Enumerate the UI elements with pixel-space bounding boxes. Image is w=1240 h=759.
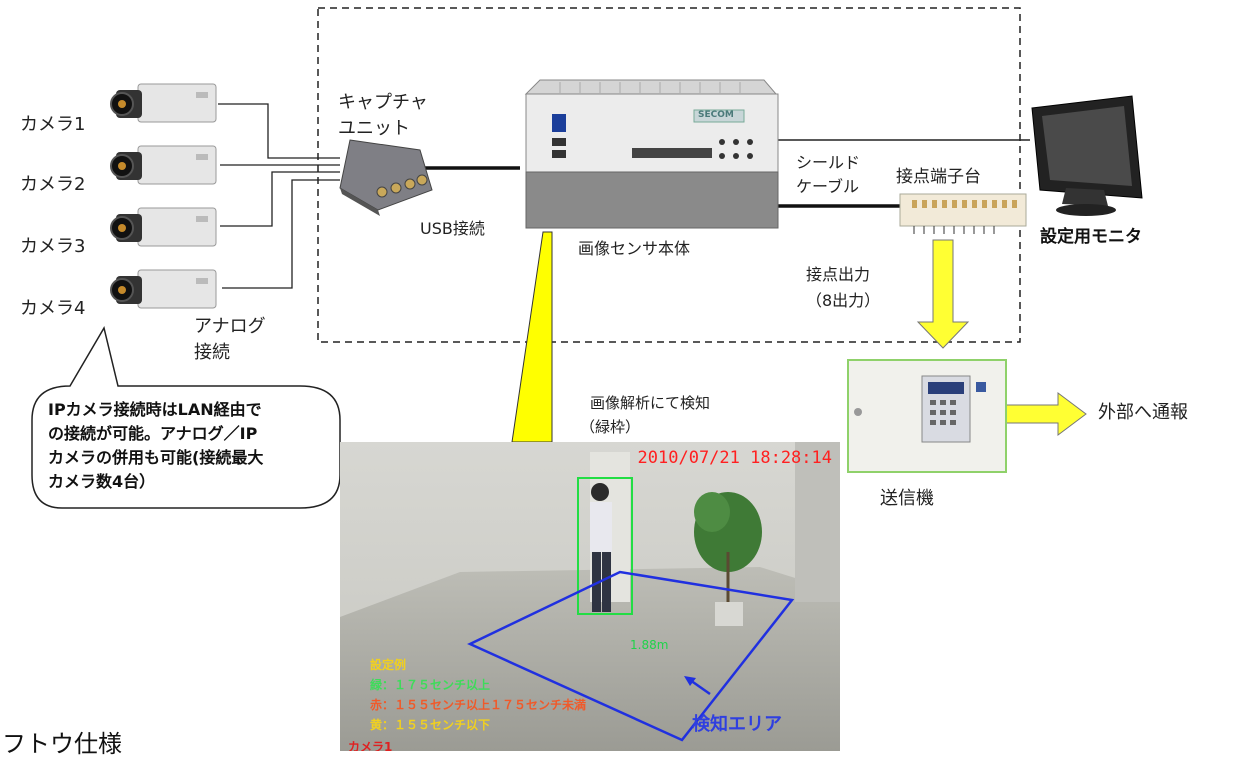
feed-camera-name: カメラ1 xyxy=(348,740,393,751)
shield-cable-label-1: シールド xyxy=(796,153,861,172)
feed-legend-green: 緑：１７５センチ以上 xyxy=(370,678,491,692)
callout-bubble xyxy=(31,326,341,509)
callout-line-3: カメラの併用も可能(接続最大 xyxy=(48,448,264,467)
camera-feed: 2010/07/21 18:28:14 1.88m 検知エリア 設定例 緑：１７… xyxy=(340,442,840,751)
detection-label-1: 画像解析にて検知 xyxy=(590,394,711,412)
external-report-label: 外部へ通報 xyxy=(1098,402,1188,423)
terminal-block-graphic xyxy=(899,193,1027,234)
contact-output-label-1: 接点出力 xyxy=(806,265,871,284)
detection-beam xyxy=(511,231,553,443)
monitor-label: 設定用モニタ xyxy=(1040,227,1142,247)
usb-connection-label: USB接続 xyxy=(420,219,485,238)
sensor-brand-label: SECOM xyxy=(698,110,734,120)
camera-label-3: カメラ3 xyxy=(20,236,86,257)
feed-legend-red: 赤：１５５センチ以上１７５センチ未満 xyxy=(370,698,587,712)
transmitter-graphic xyxy=(847,359,1007,473)
capture-unit-graphic xyxy=(339,139,433,216)
camera-label-4: カメラ4 xyxy=(20,298,86,319)
camera-label-2: カメラ2 xyxy=(20,174,86,195)
callout-text: IPカメラ接続時はLAN経由で の接続が可能。アナログ／IP カメラの併用も可能… xyxy=(48,398,348,494)
capture-unit-label-1: キャプチャ xyxy=(338,92,428,113)
detection-label-2: （緑枠） xyxy=(580,418,641,436)
sensor-body-label: 画像センサ本体 xyxy=(578,239,691,258)
callout-line-1: IPカメラ接続時はLAN経由で xyxy=(48,400,262,419)
analog-connection-label-2: 接続 xyxy=(194,342,230,363)
feed-timestamp: 2010/07/21 18:28:14 xyxy=(637,448,832,468)
shield-cable-label-2: ケーブル xyxy=(796,177,860,196)
callout-line-2: の接続が可能。アナログ／IP xyxy=(48,424,258,443)
contact-output-arrow xyxy=(916,239,970,349)
callout-line-4: カメラ数4台） xyxy=(48,472,156,491)
transmitter-label: 送信機 xyxy=(880,488,934,509)
camera-graphics xyxy=(110,83,217,309)
monitor-graphic xyxy=(1031,95,1143,216)
sensor-body-graphic xyxy=(524,79,779,229)
feed-zone-label: 検知エリア xyxy=(692,714,782,735)
camera-wires xyxy=(218,103,340,289)
analog-connection-label-1: アナログ xyxy=(194,316,266,337)
feed-distance: 1.88m xyxy=(630,638,669,652)
camera-label-1: カメラ1 xyxy=(20,114,86,135)
terminal-block-label: 接点端子台 xyxy=(896,167,981,187)
system-boundary xyxy=(317,7,1021,343)
feed-legend-yellow: 黄：１５５センチ以下 xyxy=(370,718,491,732)
cutoff-heading: フトウ仕様 xyxy=(2,730,122,758)
external-report-arrow xyxy=(1005,392,1087,436)
capture-unit-label-2: ユニット xyxy=(338,118,410,139)
camera-feed-scene xyxy=(340,442,840,751)
contact-output-label-2: （8出力） xyxy=(806,291,881,310)
feed-legend-title: 設定例 xyxy=(370,658,407,672)
